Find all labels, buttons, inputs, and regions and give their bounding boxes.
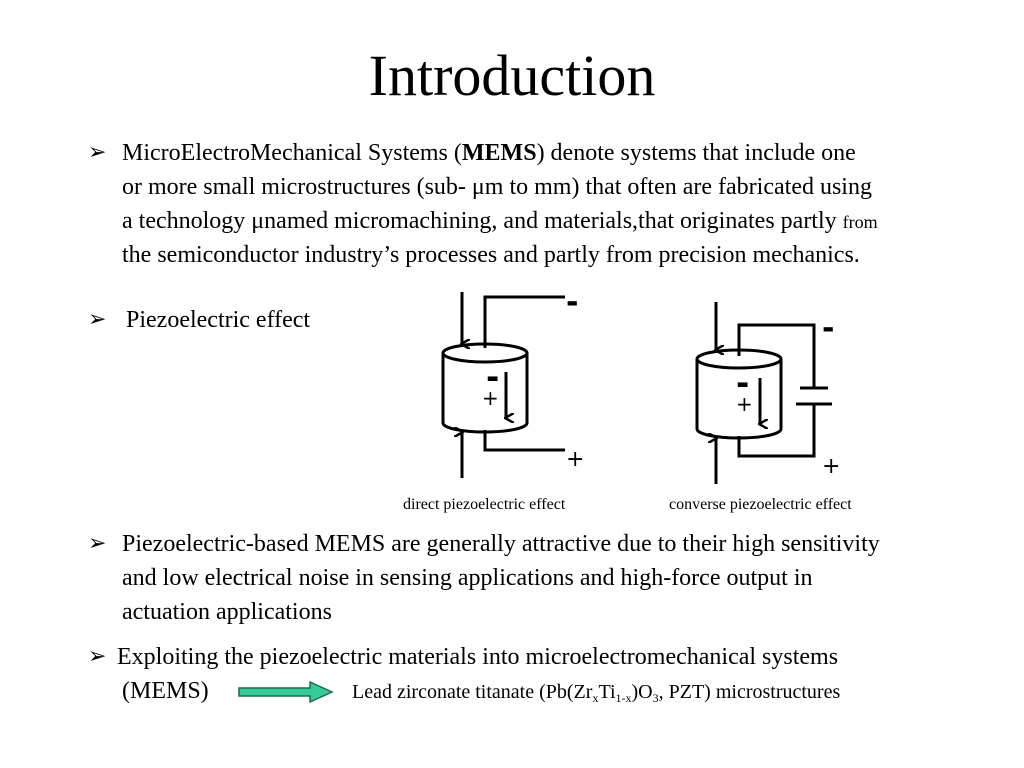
converse-caption: converse piezoelectric effect [669,496,852,513]
bullet3-line1: Piezoelectric-based MEMS are generally a… [122,531,880,557]
pzt-text: Lead zirconate titanate (Pb(ZrxTi1-x)O3,… [352,681,841,705]
bullet-arrow-icon: ➢ [88,644,107,669]
converse-inner-plus: + [736,392,753,416]
converse-bottom-sign: + [822,454,840,479]
direct-piezo-diagram: - + - + [441,285,584,478]
bullet2-text: Piezoelectric effect [126,307,311,333]
converse-inner-minus: - [736,364,749,402]
bullet1-line4: the semiconductor industry’s processes a… [122,242,860,268]
bullet1-line3: a technology μnamed micromachining, and … [122,208,878,234]
mems-bold: MEMS [461,140,537,166]
bullet-arrow-icon: ➢ [88,140,107,165]
bullet4-line2: (MEMS) [122,678,209,704]
bullet1-line1: MicroElectroMechanical Systems (MEMS) de… [122,140,856,166]
bullet4-line1: Exploiting the piezoelectric materials i… [117,644,839,670]
direct-bottom-sign: + [566,447,584,472]
converse-piezo-diagram: - + - + [695,302,840,484]
page-title: Introduction [368,43,656,108]
bullet-arrow-icon: ➢ [88,307,107,332]
bullet3-line3: actuation applications [122,599,332,625]
right-arrow-icon [238,680,334,704]
bullet1-line2: or more small microstructures (sub- μm t… [122,174,872,200]
direct-inner-plus: + [482,386,499,410]
bullet3-line2: and low electrical noise in sensing appl… [122,565,813,591]
direct-caption: direct piezoelectric effect [403,496,566,513]
direct-top-sign: - [566,285,578,320]
bullet-arrow-icon: ➢ [88,531,107,556]
direct-inner-minus: - [486,358,499,396]
converse-top-sign: - [822,311,834,346]
